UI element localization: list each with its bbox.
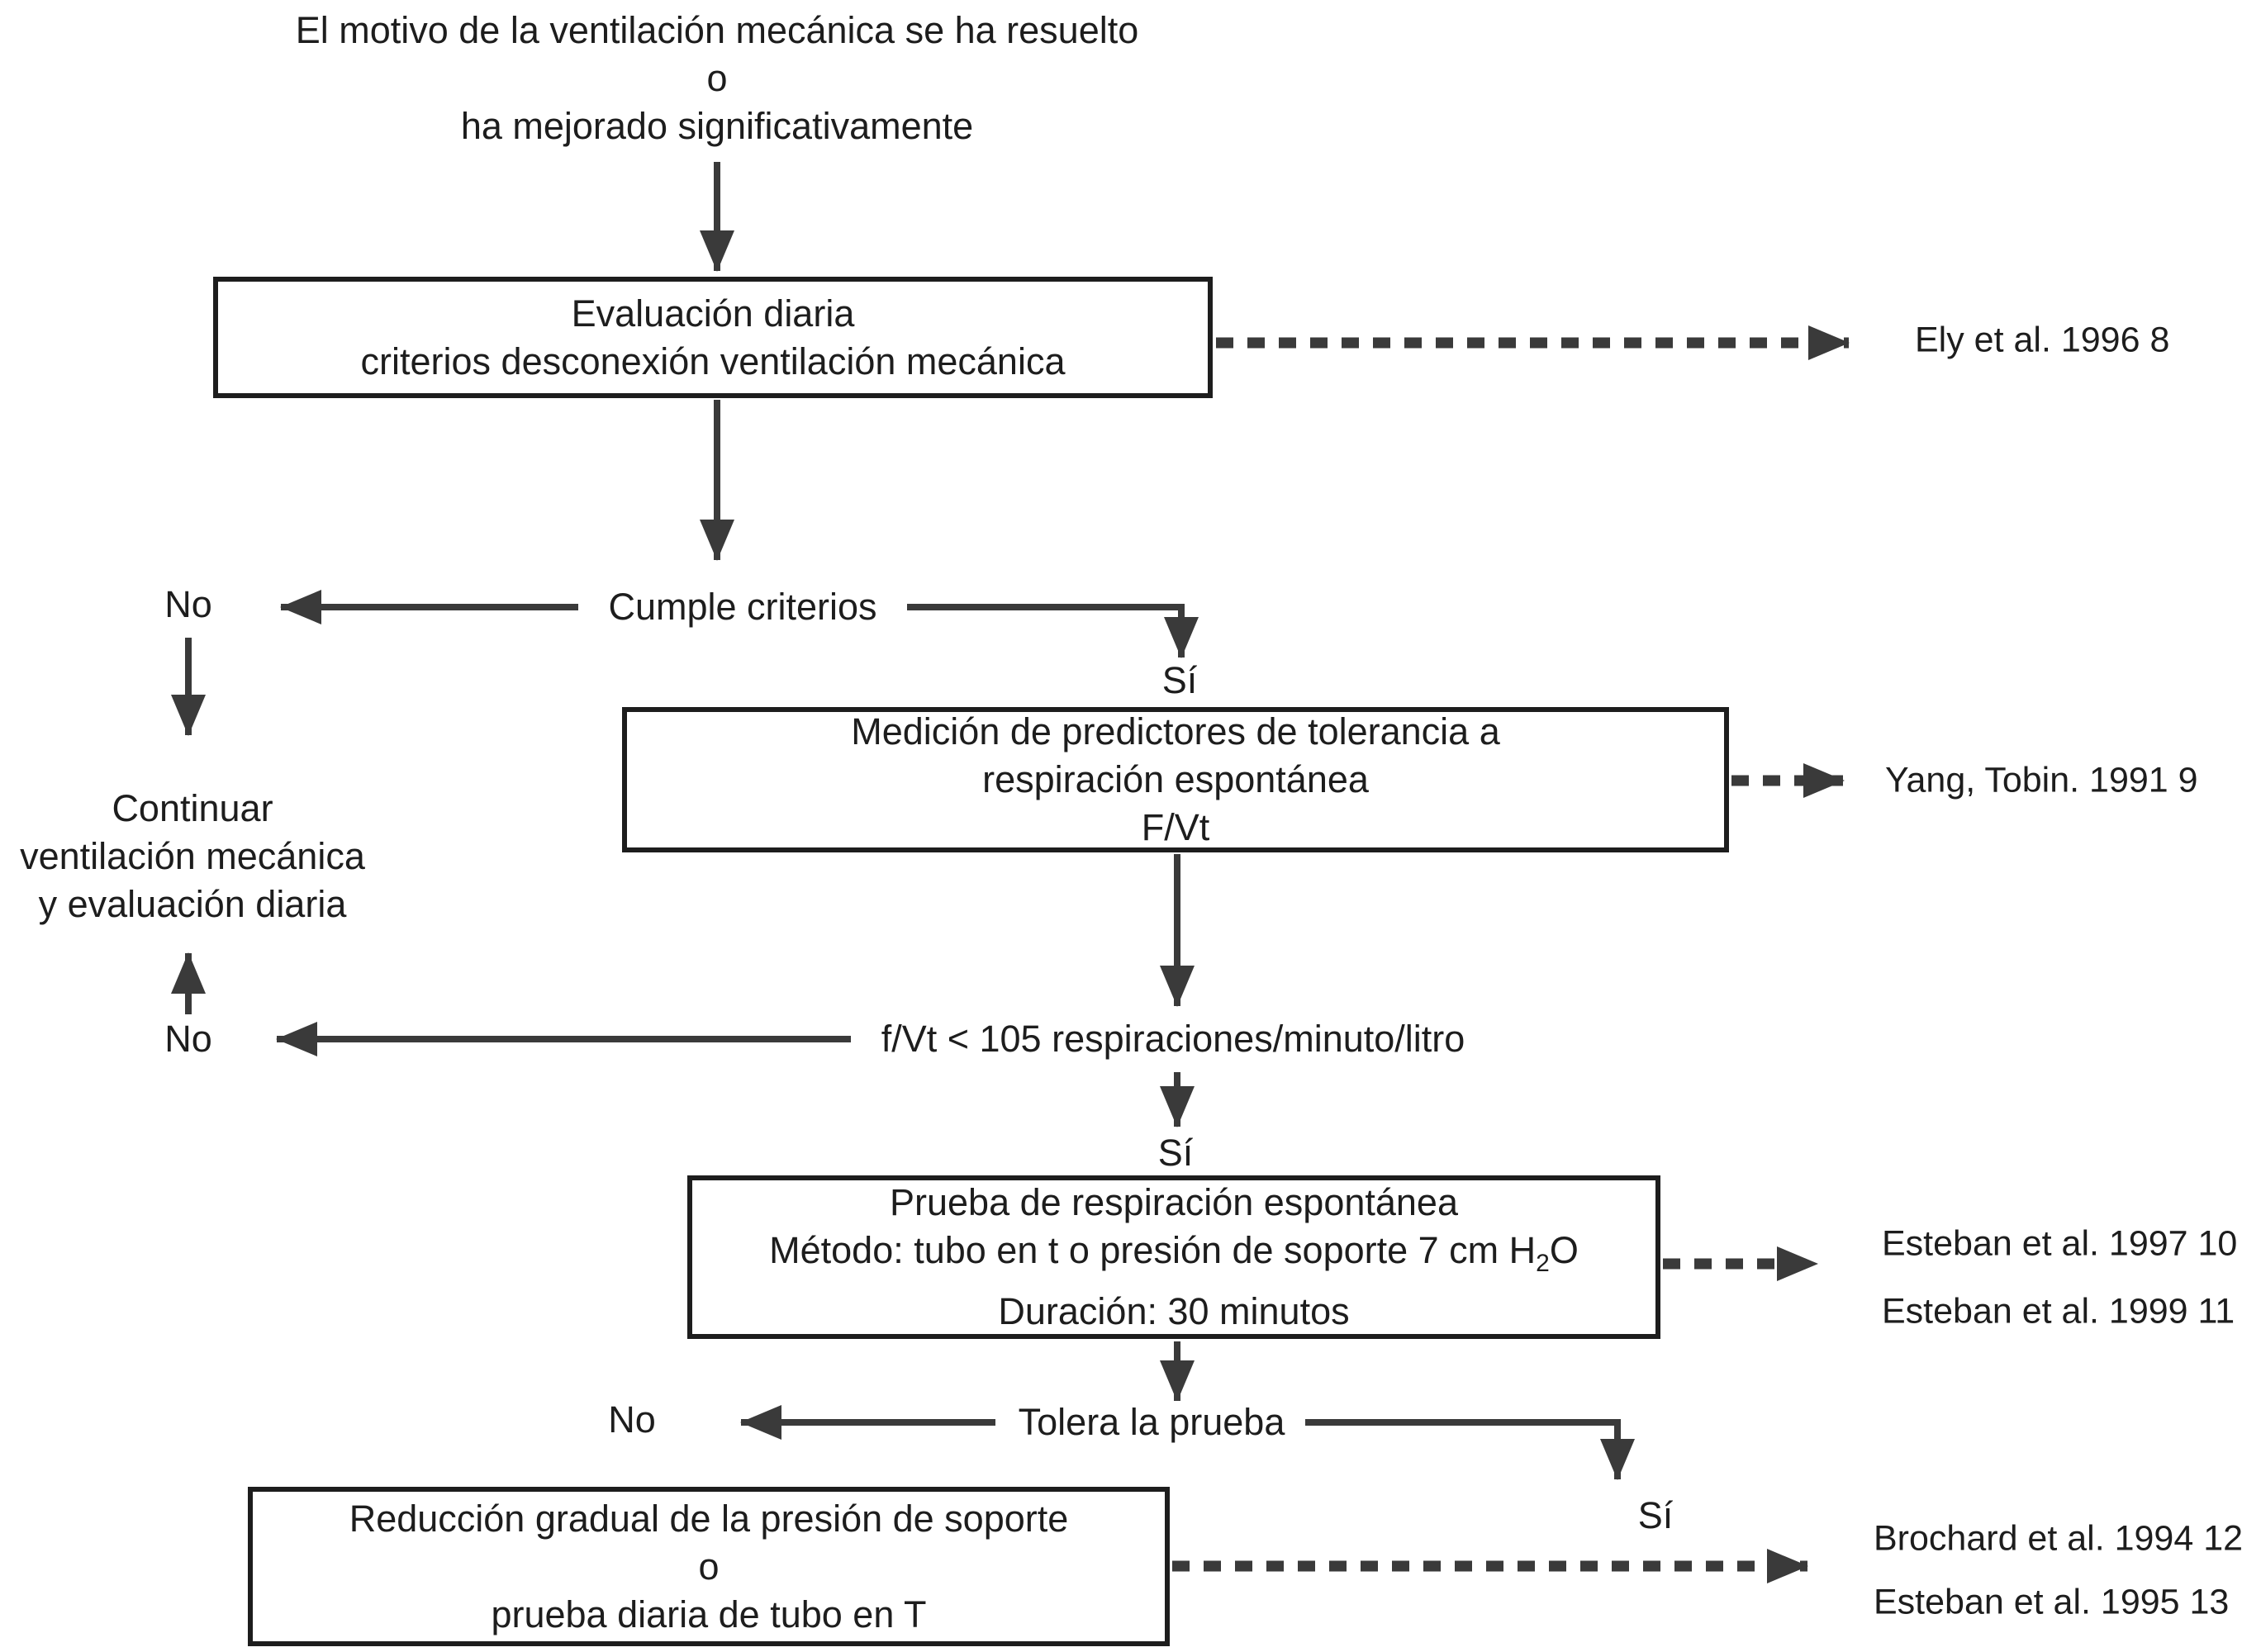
start-line: El motivo de la ventilación mecánica se … [295,9,1139,51]
label-no-fvt: No [158,1018,219,1061]
box-medicion-line: Medición de predictores de tolerancia a [851,710,1500,752]
box-medicion-line: respiración espontánea [982,758,1369,800]
box-evaluacion-diaria: Evaluación diaria criterios desconexión … [213,277,1213,398]
box-reduccion-line: o [698,1545,720,1588]
h2o-oxygen: O [1549,1229,1579,1271]
label-si-tolera: Sí [1631,1494,1680,1537]
label-si-cumple: Sí [1155,659,1204,702]
continuar-line: y evaluación diaria [38,883,347,925]
continuar-line: Continuar [112,787,273,829]
box-reduccion-gradual: Reducción gradual de la presión de sopor… [248,1487,1170,1646]
reference-esteban-1999: Esteban et al. 1999 11 [1882,1291,2235,1332]
label-tolera-prueba: Tolera la prueba [1011,1401,1292,1444]
connector-tolera-to-si [1305,1419,1635,1480]
connector-cumple-to-si [907,604,1199,658]
box-prueba-respiracion: Prueba de respiración espontánea Método:… [687,1175,1660,1339]
label-no-tolera: No [601,1398,663,1441]
box-evaluacion-line: criterios desconexión ventilación mecáni… [360,339,1066,382]
reference-esteban-1995: Esteban et al. 1995 13 [1874,1582,2230,1622]
metodo-text: Método: tubo en t o presión de soporte 7… [769,1229,1537,1271]
label-fvt-condition: f/Vt < 105 respiraciones/minuto/litro [874,1018,1472,1061]
box-reduccion-line: prueba diaria de tubo en T [491,1593,927,1635]
start-line: o [706,57,728,99]
box-reduccion-line: Reducción gradual de la presión de sopor… [349,1497,1069,1540]
box-medicion-line: F/Vt [1141,806,1210,848]
reference-ely-1996: Ely et al. 1996 8 [1915,320,2170,360]
start-node: El motivo de la ventilación mecánica se … [221,7,1213,150]
reference-yang-tobin-1991: Yang, Tobin. 1991 9 [1885,760,2198,800]
reference-esteban-1997: Esteban et al. 1997 10 [1882,1223,2238,1264]
reference-brochard-1994: Brochard et al. 1994 12 [1874,1518,2242,1559]
box-prueba-line: Prueba de respiración espontánea [890,1181,1458,1223]
label-si-fvt: Sí [1151,1132,1200,1175]
start-line: ha mejorado significativamente [460,105,974,147]
h2o-subscript: 2 [1536,1250,1550,1277]
box-prueba-line: Duración: 30 minutos [998,1290,1350,1332]
continuar-line: ventilación mecánica [20,835,365,877]
label-cumple-criterios: Cumple criterios [601,586,884,629]
label-no-cumple: No [158,583,219,626]
box-prueba-line-h2o: Método: tubo en t o presión de soporte 7… [769,1227,1579,1288]
box-evaluacion-line: Evaluación diaria [571,292,855,335]
box-medicion-predictores: Medición de predictores de tolerancia a … [622,707,1729,852]
node-continuar-ventilacion: Continuar ventilación mecánica y evaluac… [0,785,385,928]
